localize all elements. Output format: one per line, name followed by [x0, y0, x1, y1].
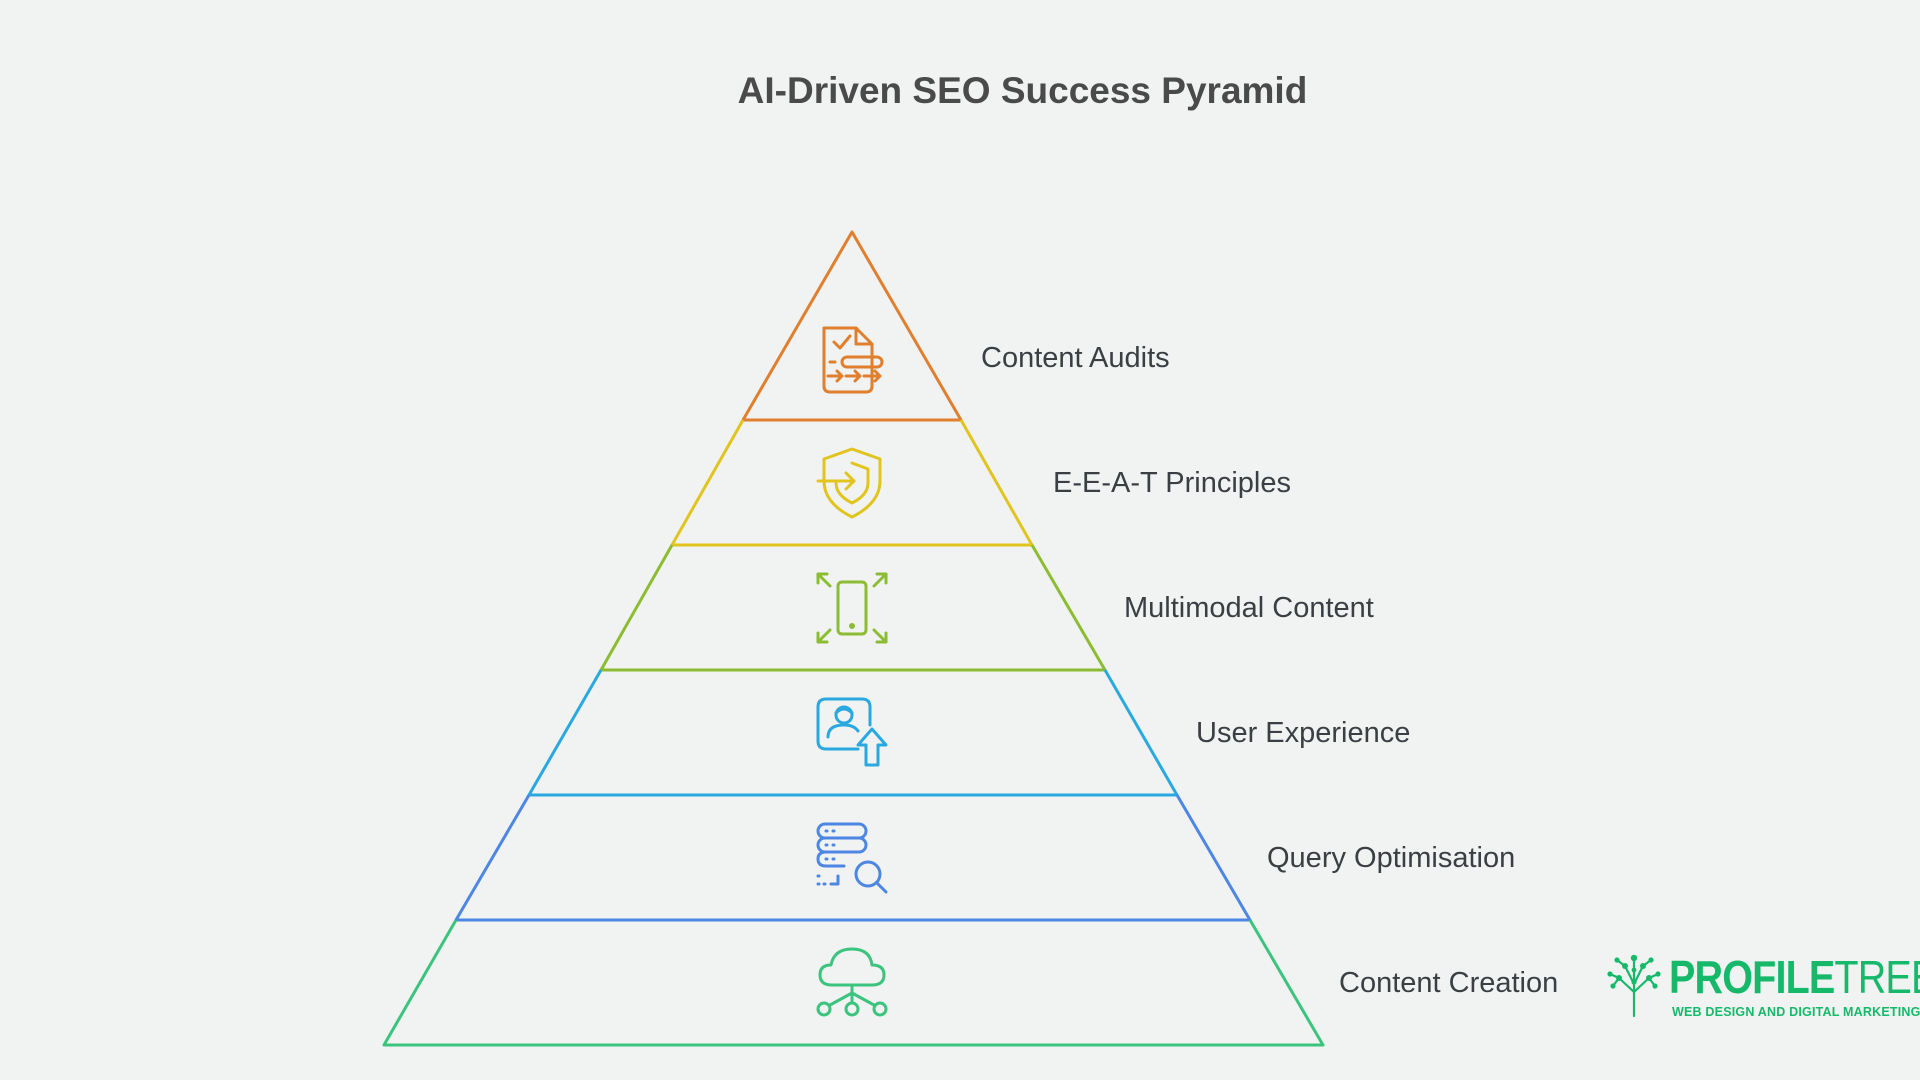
pyramid-level-1-outline: [741, 230, 963, 422]
pyramid-level-4-outline: [527, 669, 1179, 797]
logo-tagline: WEB DESIGN AND DIGITAL MARKETING: [1672, 1005, 1920, 1019]
mobile-expand-icon: [816, 572, 888, 644]
database-search-icon: [816, 822, 888, 894]
cloud-network-icon: [816, 947, 888, 1017]
pyramid-level-2-outline: [670, 419, 1034, 547]
level-label-content-audits: Content Audits: [981, 342, 1170, 374]
pyramid-level-6-outline: [382, 919, 1325, 1047]
pyramid-level-3-outline: [599, 544, 1107, 672]
pyramid-level-5-outline: [454, 794, 1252, 922]
level-label-query-optimisation: Query Optimisation: [1267, 842, 1516, 874]
profiletree-logo: PROFILETREE WEB DESIGN AND DIGITAL MARKE…: [1605, 952, 1920, 1022]
user-upload-icon: [816, 697, 888, 767]
level-label-user-experience: User Experience: [1196, 717, 1411, 749]
tree-logo-icon: [1607, 954, 1661, 1018]
logo-wordmark: PROFILETREE: [1669, 951, 1920, 1003]
level-label-eeat-principles: E-E-A-T Principles: [1053, 467, 1291, 499]
level-label-content-creation: Content Creation: [1339, 967, 1559, 999]
diagram-title: AI-Driven SEO Success Pyramid: [737, 70, 1308, 111]
document-checklist-icon: [822, 326, 884, 394]
shield-login-icon: [816, 447, 882, 519]
level-label-multimodal-content: Multimodal Content: [1124, 592, 1374, 624]
